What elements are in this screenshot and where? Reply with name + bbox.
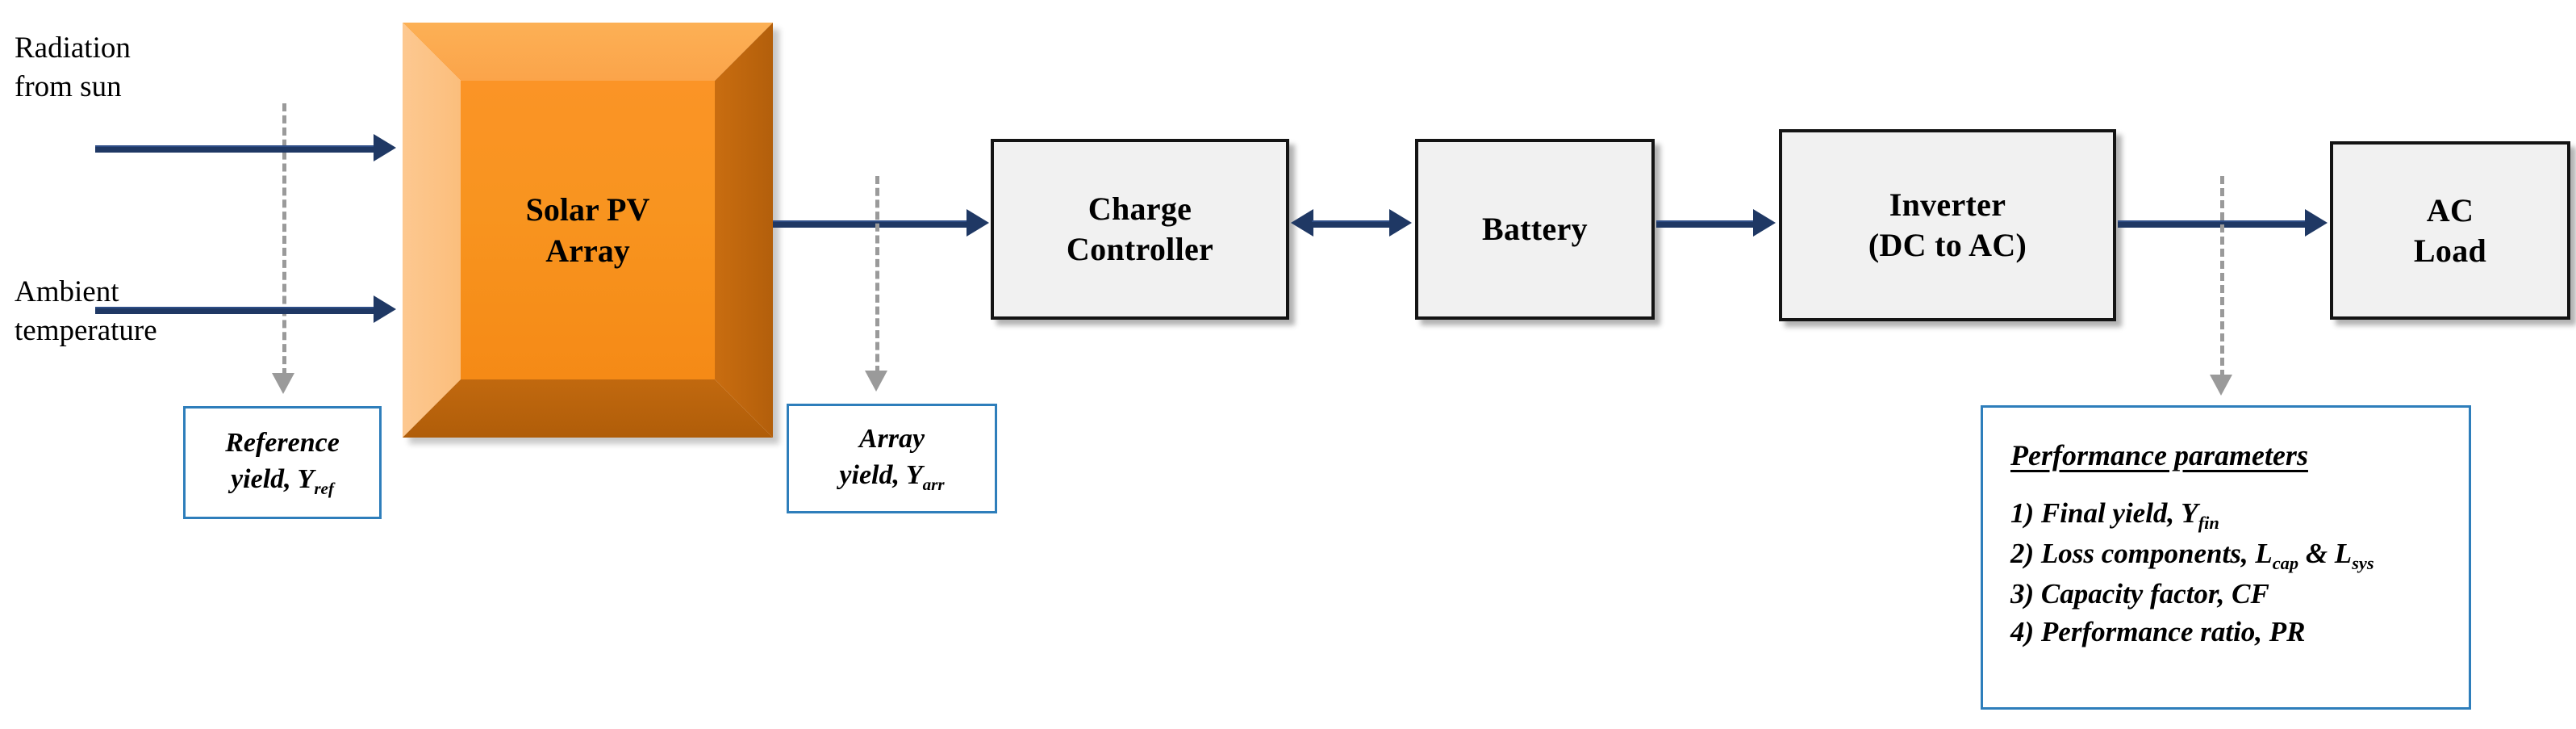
dropper-reference-yield-line xyxy=(282,103,286,376)
arrow-charge-controller-battery-head-left xyxy=(1291,209,1313,237)
bevel-top-face xyxy=(403,23,773,81)
performance-parameter-item: 4) Performance ratio, PR xyxy=(2010,614,2374,651)
dropper-array-yield-arrowhead xyxy=(865,371,887,392)
performance-item-index: 1) xyxy=(2010,497,2035,529)
performance-parameter-item: 2) Loss components, Lcap & Lsys xyxy=(2010,535,2374,576)
block-label-ac-load: AC Load xyxy=(2413,191,2487,269)
performance-item-name: Final yield, Y xyxy=(2040,497,2198,529)
arrow-battery-to-inverter-line xyxy=(1656,220,1753,228)
arrow-inverter-to-ac-load-line xyxy=(2118,220,2305,228)
performance-item-index: 2) xyxy=(2010,538,2035,570)
arrow-array-to-charge-controller-head xyxy=(967,209,989,237)
block-inverter[interactable]: Inverter (DC to AC) xyxy=(1779,129,2116,321)
performance-parameter-item: 1) Final yield, Yfin xyxy=(2010,495,2374,535)
performance-item-subscript-2: sys xyxy=(2352,553,2374,574)
input-label-radiation: Radiation from sun xyxy=(15,31,131,104)
performance-parameters-content: Performance parameters 1) Final yield, Y… xyxy=(1983,408,2374,651)
dropper-reference-yield-arrowhead xyxy=(272,373,294,394)
arrow-ambient-to-array-head xyxy=(374,295,396,323)
arrow-charge-controller-battery-line xyxy=(1312,220,1389,228)
arrow-radiation-to-array-line xyxy=(95,145,374,153)
performance-item-subscript: fin xyxy=(2198,513,2219,533)
bevel-bottom-face xyxy=(403,379,773,438)
bevel-left-face xyxy=(403,23,461,438)
callout-performance-parameters[interactable]: Performance parameters 1) Final yield, Y… xyxy=(1981,405,2471,710)
dropper-performance-line xyxy=(2220,176,2224,378)
block-battery[interactable]: Battery xyxy=(1415,139,1655,320)
bevel-right-face xyxy=(715,23,773,438)
performance-item-name: Performance ratio, PR xyxy=(2040,615,2306,647)
performance-parameter-item: 3) Capacity factor, CF xyxy=(2010,576,2374,614)
dropper-performance-arrowhead xyxy=(2210,375,2232,396)
solar-array-front-face: Solar PV Array xyxy=(461,81,715,379)
block-label-charge-controller: Charge Controller xyxy=(1066,191,1214,267)
arrow-charge-controller-battery-head-right xyxy=(1389,209,1412,237)
performance-parameters-title: Performance parameters xyxy=(2010,439,2308,471)
performance-item-subscript: cap xyxy=(2272,553,2299,574)
performance-item-tail: & L xyxy=(2298,538,2353,570)
block-ac-load[interactable]: AC Load xyxy=(2330,141,2570,320)
arrow-inverter-to-ac-load-head xyxy=(2305,209,2328,237)
block-label-solar-pv-array: Solar PV Array xyxy=(525,191,650,269)
block-label-battery: Battery xyxy=(1482,211,1588,248)
dropper-array-yield-line xyxy=(875,176,879,374)
arrow-ambient-to-array-line xyxy=(95,307,374,314)
arrow-radiation-to-array-head xyxy=(374,134,396,161)
performance-item-name: Capacity factor, CF xyxy=(2040,578,2269,610)
performance-item-index: 3) xyxy=(2010,578,2035,610)
block-solar-pv-array[interactable]: Solar PV Array xyxy=(403,23,773,438)
performance-item-index: 4) xyxy=(2010,615,2035,647)
block-label-inverter: Inverter (DC to AC) xyxy=(1868,186,2027,263)
performance-item-name: Loss components, L xyxy=(2040,538,2273,570)
input-label-ambient: Ambient temperature xyxy=(15,275,157,348)
block-charge-controller[interactable]: Charge Controller xyxy=(991,139,1289,320)
arrow-battery-to-inverter-head xyxy=(1753,209,1776,237)
arrow-array-to-charge-controller-line xyxy=(773,220,967,228)
solar-array-bevel-faces xyxy=(403,23,773,438)
